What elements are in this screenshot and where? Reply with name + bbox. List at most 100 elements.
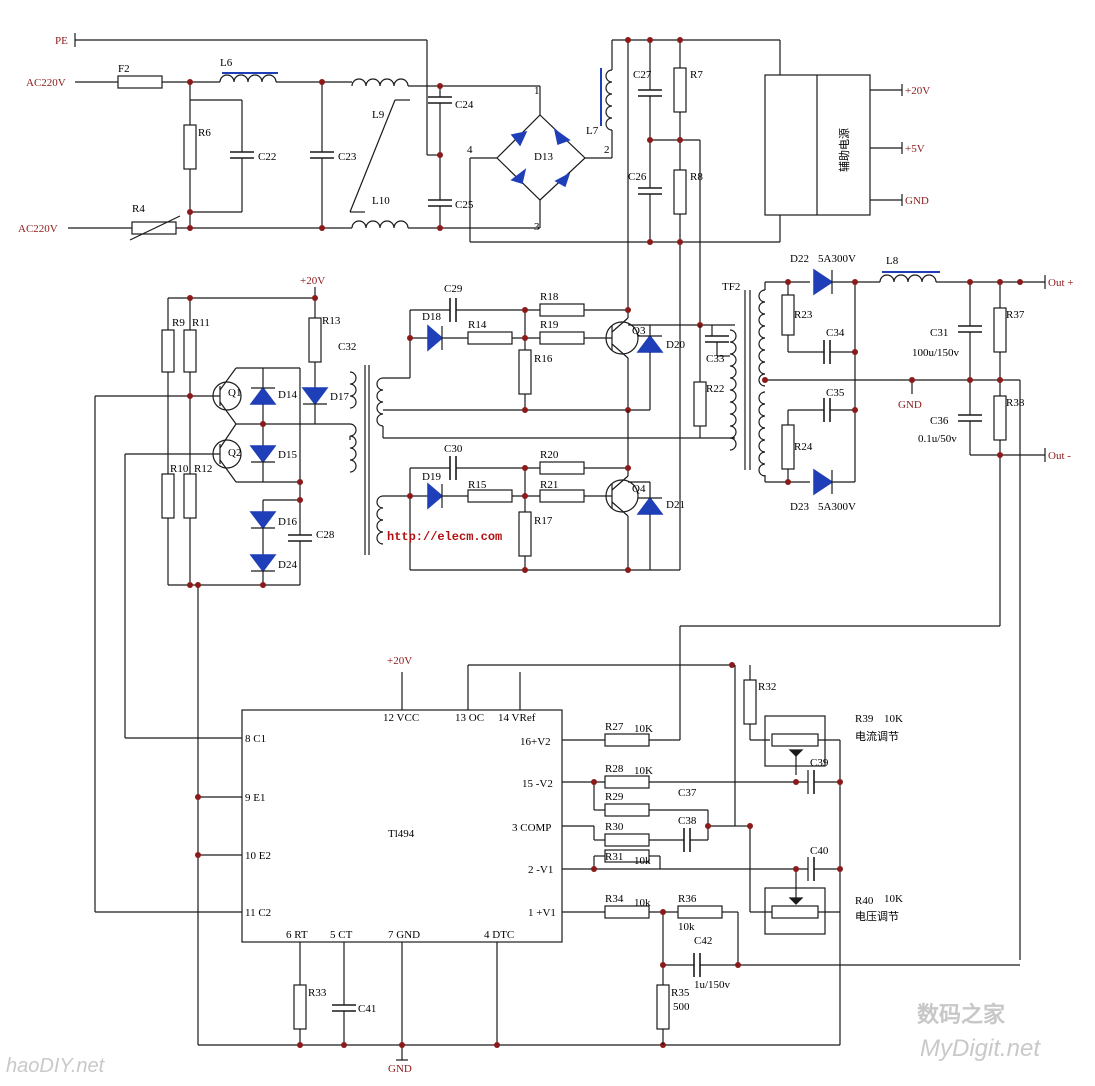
label-l8: L8	[886, 255, 899, 267]
label-dtc: 4 DTC	[484, 929, 514, 941]
out-neg-label: Out -	[1048, 450, 1071, 462]
ac-line-label: AC220V	[26, 77, 66, 89]
label-p1: 1 +V1	[528, 907, 556, 919]
label-r12: R12	[194, 463, 212, 475]
label-d22: D22	[790, 253, 809, 265]
label-r6: R6	[198, 127, 211, 139]
label-n2: 2	[604, 144, 610, 156]
watermark-haodiy: haoDIY.net	[6, 1055, 106, 1077]
label-c41: C41	[358, 1003, 376, 1015]
label-c36: C36	[930, 415, 949, 427]
out-5v-label: +5V	[905, 143, 925, 155]
label-d16: D16	[278, 516, 297, 528]
label-r39: R39	[855, 713, 874, 725]
label-r34: R34	[605, 893, 624, 905]
label-d23: D23	[790, 501, 809, 513]
label-r18: R18	[540, 291, 559, 303]
label-d23v: 5A300V	[818, 501, 856, 513]
label-r28: R28	[605, 763, 624, 775]
label-l9: L9	[372, 109, 385, 121]
out-gnd-label: GND	[905, 195, 929, 207]
label-l10: L10	[372, 195, 390, 207]
label-c31v: 100u/150v	[912, 347, 960, 359]
label-c31: C31	[930, 327, 948, 339]
label-n1: 1	[534, 85, 540, 97]
label-n4: 4	[467, 144, 473, 156]
label-p16: 16+V2	[520, 736, 551, 748]
label-rt: 6 RT	[286, 929, 308, 941]
label-r23: R23	[794, 309, 813, 321]
label-r14: R14	[468, 319, 487, 331]
watermarks: haoDIY.net 数码之家 MyDigit.net	[6, 1002, 1041, 1077]
input-filter	[68, 33, 541, 241]
pe-label: PE	[55, 35, 68, 47]
drive-stage	[94, 287, 350, 1045]
label-c36v: 0.1u/50v	[918, 433, 957, 445]
lower-switch-q4	[383, 410, 700, 573]
drv-vcc-label: +20V	[300, 275, 325, 287]
label-l6: L6	[220, 57, 233, 69]
label-r17: R17	[534, 515, 553, 527]
label-ct: 5 CT	[330, 929, 353, 941]
label-c38: C38	[678, 815, 697, 827]
label-oc: 13 OC	[455, 712, 484, 724]
label-c27: C27	[633, 69, 652, 81]
label-c42v: 1u/150v	[694, 979, 731, 991]
gnd-bottom-label: GND	[388, 1063, 412, 1075]
label-r40v: 10K	[884, 893, 903, 905]
label-r19: R19	[540, 319, 559, 331]
label-comp: 3 COMP	[512, 822, 551, 834]
label-c23: C23	[338, 151, 357, 163]
label-c30: C30	[444, 443, 463, 455]
label-r36v: 10k	[678, 921, 695, 933]
label-l7: L7	[586, 125, 599, 137]
secondary-output	[758, 268, 1046, 960]
label-r27: R27	[605, 721, 624, 733]
label-r31: R31	[605, 851, 623, 863]
label-r40d: 电压调节	[855, 910, 899, 923]
label-r30: R30	[605, 821, 624, 833]
label-f2: F2	[118, 63, 130, 75]
label-c28: C28	[316, 529, 335, 541]
out-pos-label: Out +	[1048, 277, 1073, 289]
label-r11: R11	[192, 317, 210, 329]
label-vcc: 12 VCC	[383, 712, 419, 724]
label-r4: R4	[132, 203, 145, 215]
primary-bus	[600, 37, 781, 570]
label-r24: R24	[794, 441, 813, 453]
label-r32: R32	[758, 681, 776, 693]
label-d15: D15	[278, 449, 297, 461]
label-r27v: 10K	[634, 723, 653, 735]
output-transformer-primary	[693, 290, 751, 470]
label-r8: R8	[690, 171, 703, 183]
ic-name: Tl494	[388, 828, 415, 840]
bridge-rectifier-d13	[469, 114, 780, 243]
label-r29: R29	[605, 791, 624, 803]
label-r13: R13	[322, 315, 341, 327]
watermark-mydigit: MyDigit.net	[920, 1035, 1041, 1062]
label-r36: R36	[678, 893, 697, 905]
label-r9: R9	[172, 317, 185, 329]
label-e1: 9 E1	[245, 792, 265, 804]
label-q2: Q2	[228, 447, 241, 459]
label-c22: C22	[258, 151, 276, 163]
label-d24: D24	[278, 559, 297, 571]
label-d13: D13	[534, 151, 553, 163]
label-r35v: 500	[673, 1001, 690, 1013]
label-q1: Q1	[228, 387, 241, 399]
label-r35: R35	[671, 987, 690, 999]
label-c26: C26	[628, 171, 647, 183]
aux-supply-box: 辅助电源	[764, 74, 903, 216]
regulation-pots	[735, 665, 843, 1045]
label-d20: D20	[666, 339, 685, 351]
label-r20: R20	[540, 449, 559, 461]
tl494-block	[95, 620, 1020, 1061]
label-d18: D18	[422, 311, 441, 323]
label-r22: R22	[706, 383, 724, 395]
label-p15: 15 -V2	[522, 778, 553, 790]
label-c1: 8 C1	[245, 733, 266, 745]
label-tf2: TF2	[722, 281, 740, 293]
label-r21: R21	[540, 479, 558, 491]
label-r31v: 10k	[634, 855, 651, 867]
label-d19: D19	[422, 471, 441, 483]
